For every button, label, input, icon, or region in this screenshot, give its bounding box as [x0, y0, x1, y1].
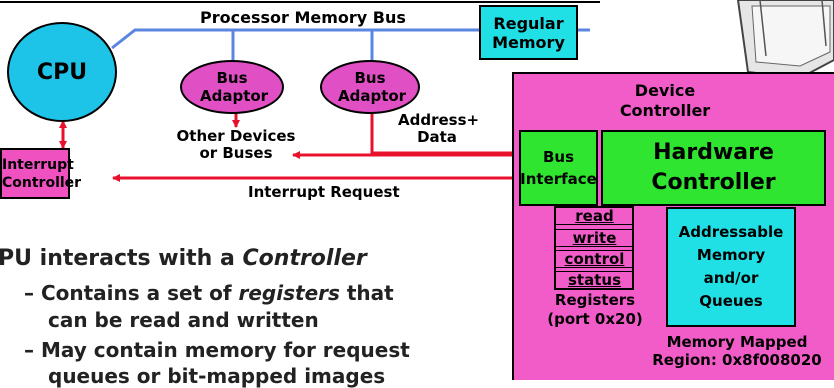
bullet-1-line-2: can be read and written — [48, 308, 319, 332]
other-devices-label: Other Devices or Buses — [176, 127, 296, 162]
processor-memory-bus-line — [111, 28, 590, 50]
bus-adaptor-1-label: Bus Adaptor — [200, 69, 269, 105]
bullet-1-suffix: that — [339, 281, 394, 305]
addressable-memory-label: Addressable Memory and/or Queues — [678, 223, 784, 310]
intro-prefix: PU interacts with a — [0, 246, 243, 271]
address-data-line — [370, 114, 521, 157]
registers-caption: Registers (port 0x20) — [547, 291, 643, 328]
processor-memory-bus-label: Processor Memory Bus — [200, 8, 406, 27]
addressable-memory-box: Addressable Memory and/or Queues — [666, 207, 796, 327]
hardware-controller-box: Hardware Controller — [601, 130, 826, 206]
cpu-node: CPU — [7, 22, 117, 122]
address-data-label: Address+ Data — [398, 111, 480, 146]
bus-adaptor-2: Bus Adaptor — [320, 60, 420, 114]
device-controller-label: Device Controller — [619, 81, 711, 120]
bullet-1-line-1: – Contains a set of registers that — [24, 281, 394, 305]
bus-interface-box: Bus Interface — [519, 130, 598, 206]
interrupt-controller-label: Interrupt Controller — [2, 156, 82, 191]
regular-memory-box: Regular Memory — [479, 5, 578, 60]
interrupt-request-label: Interrupt Request — [248, 183, 400, 201]
intro-line: PU interacts with a Controller — [0, 246, 367, 271]
bullet-1-prefix: – Contains a set of — [24, 281, 239, 305]
memory-mapped-region-label: Memory Mapped Region: 0x8f008020 — [652, 333, 822, 369]
bus-interface-label: Bus Interface — [520, 148, 597, 188]
cpu-label: CPU — [36, 59, 88, 85]
bus-adaptor-1: Bus Adaptor — [180, 60, 284, 114]
interrupt-controller-box: Interrupt Controller — [0, 148, 82, 199]
regular-memory-label: Regular Memory — [492, 13, 565, 52]
registers-frame — [554, 206, 634, 290]
bullet-2-line-1: – May contain memory for request — [24, 338, 410, 362]
hardware-controller-label: Hardware Controller — [651, 140, 776, 195]
bus-adaptor-2-label: Bus Adaptor — [338, 69, 407, 105]
bullet-2-line-2: queues or bit-mapped images — [48, 364, 386, 388]
bullet-1-emph: registers — [238, 281, 340, 305]
intro-emph: Controller — [242, 246, 367, 271]
